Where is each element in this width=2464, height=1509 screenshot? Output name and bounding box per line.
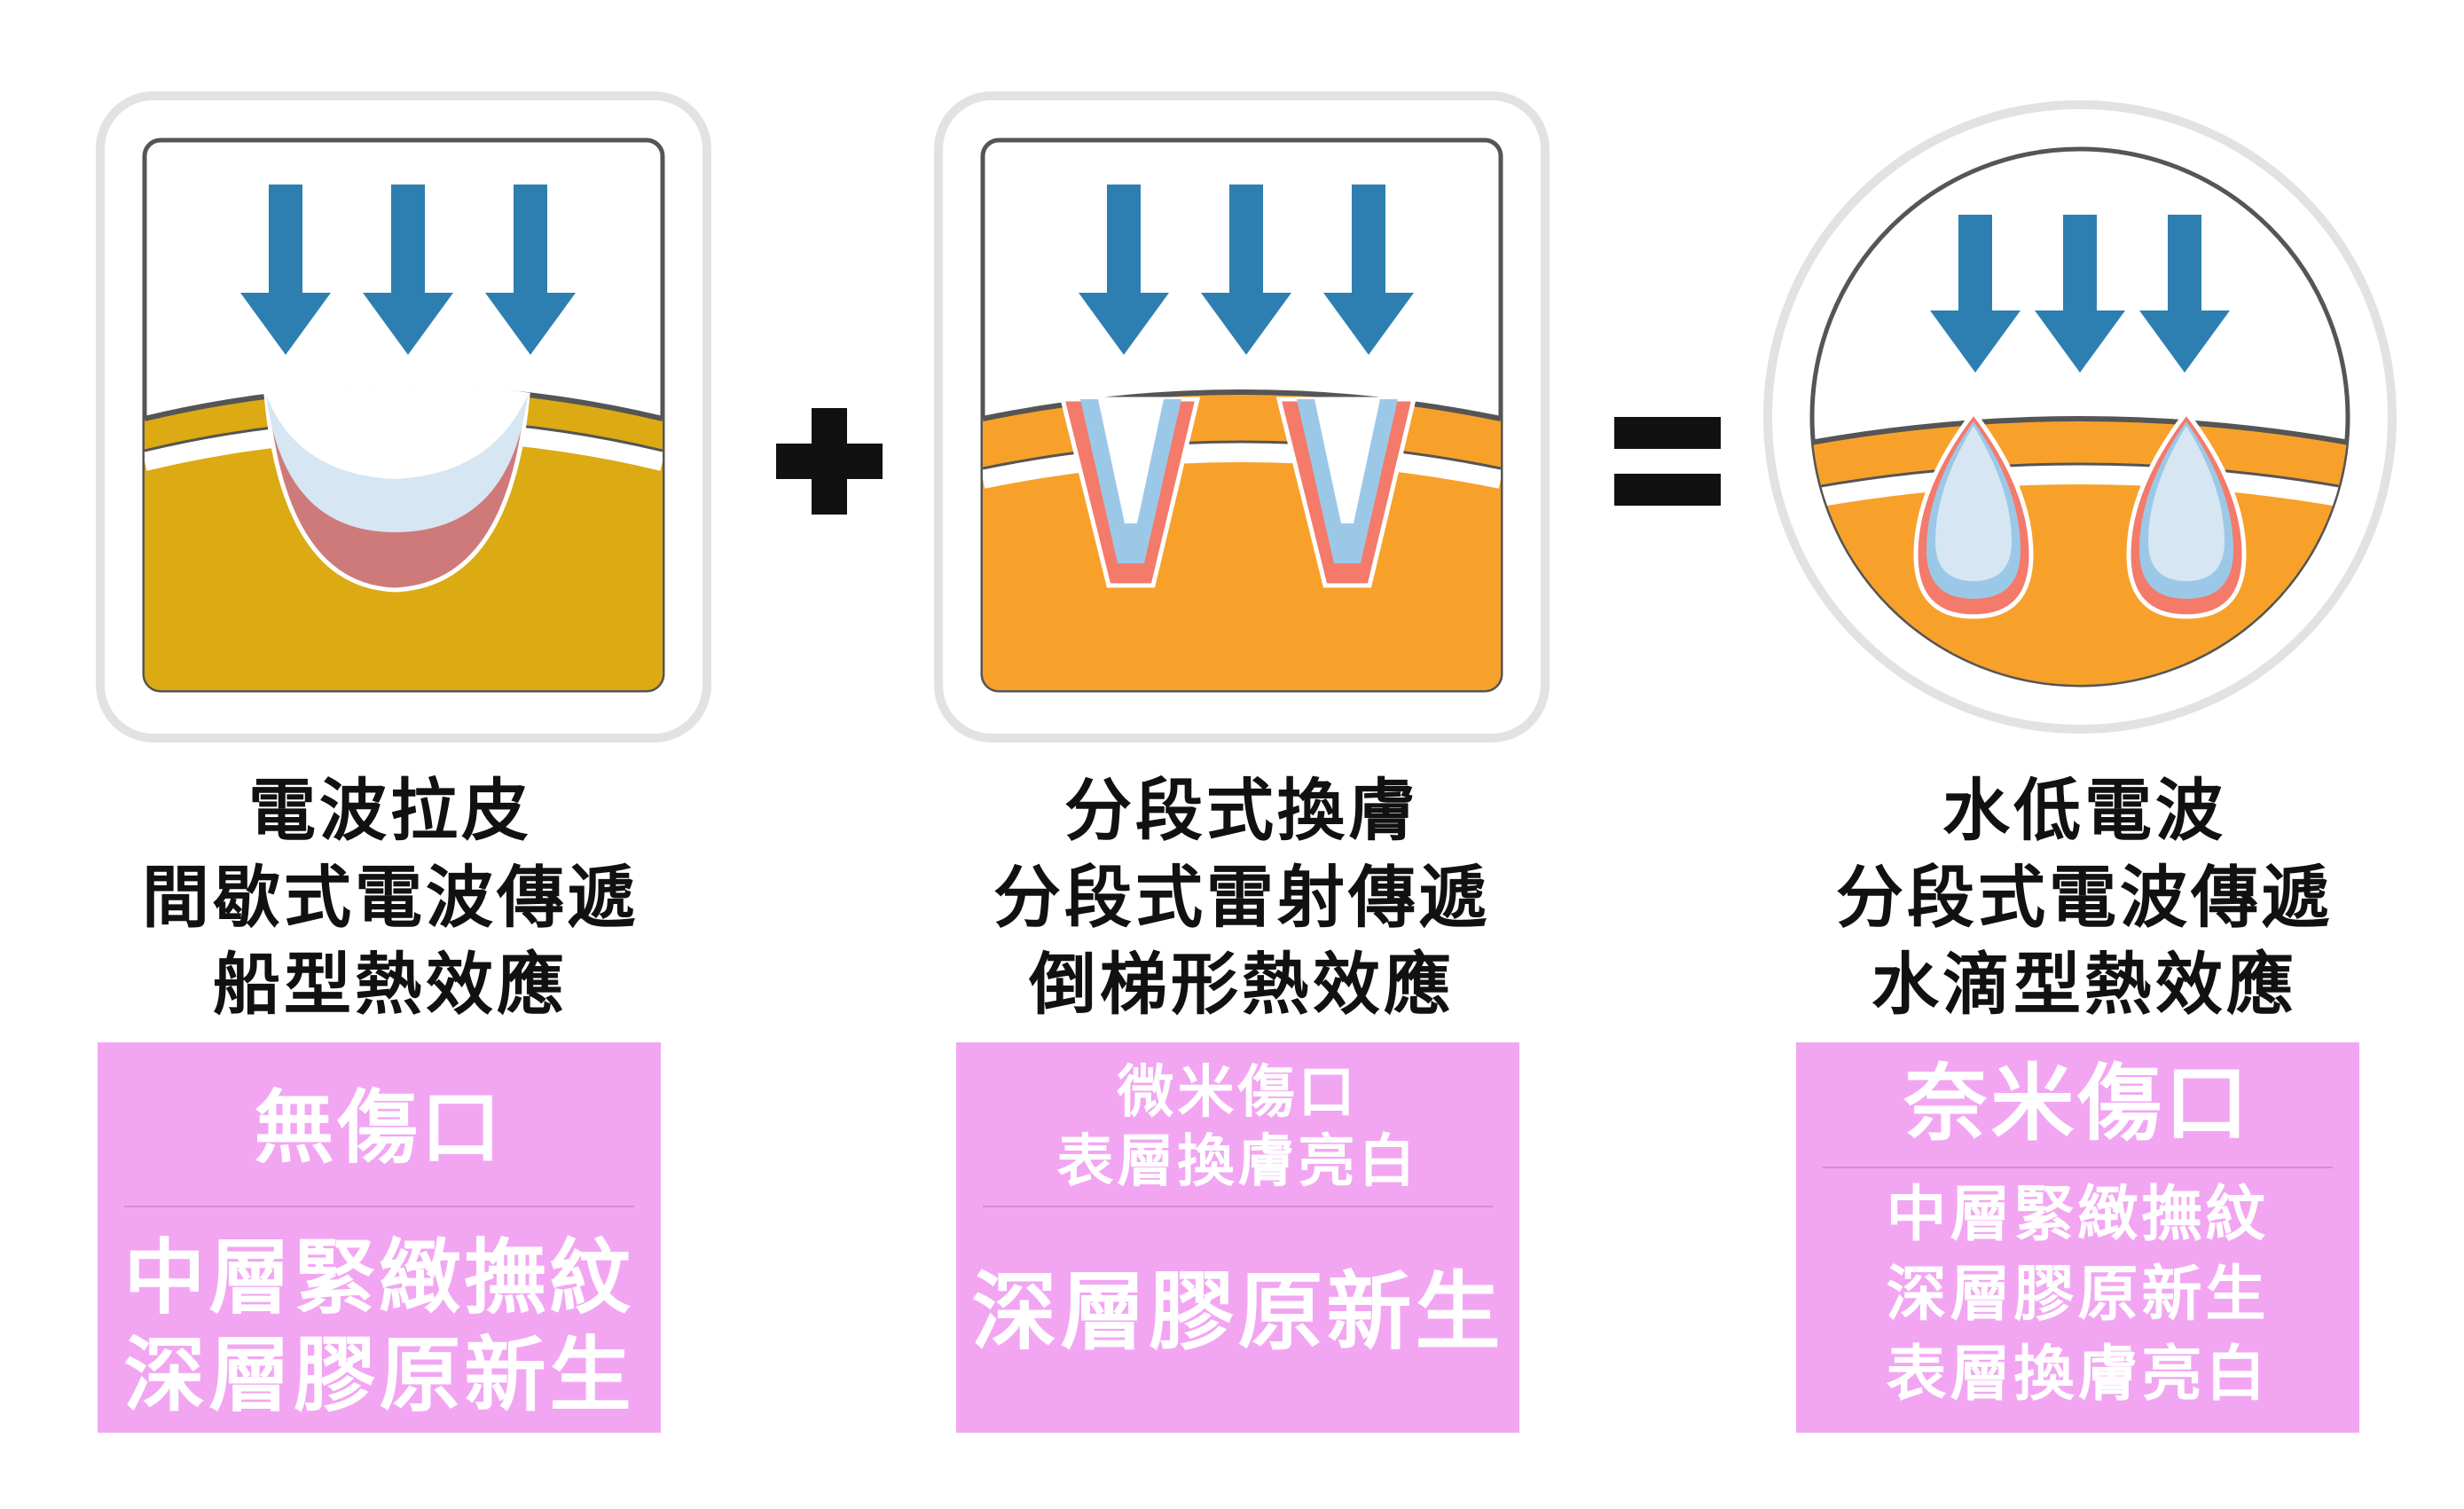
result-headline: 深層膠原新生: [971, 1262, 1504, 1362]
result-box-water-rf: 奈米傷口 中層緊緻撫紋 深層膠原新生 表層換膚亮白: [1796, 1042, 2359, 1433]
result-box-rf-lift: 無傷口 中層緊緻撫紋 深層膠原新生: [98, 1042, 661, 1433]
down-arrow-icons: [240, 185, 576, 355]
result-line: 中層緊緻撫紋: [123, 1230, 635, 1325]
equals-sign: [1614, 417, 1721, 506]
result-line: 深層膠原新生: [123, 1328, 635, 1423]
caption-line: 船型熱效應: [213, 945, 568, 1024]
caption-fractional-resurfacing: 分段式換膚 分段式雷射傳遞 倒梯形熱效應: [940, 767, 1543, 1028]
result-line: 深層膠原新生: [1886, 1260, 2270, 1330]
result-line: 表層換膚亮白: [1886, 1340, 2270, 1410]
divider: [124, 1206, 634, 1207]
caption-line: 分段式換膚: [1064, 771, 1419, 850]
water-drop-heat-icon: [1763, 100, 2397, 734]
caption-line: 分段式電波傳遞: [1836, 858, 2333, 937]
caption-water-rf: 水低電波 分段式電波傳遞 水滴型熱效應: [1778, 767, 2390, 1028]
result-headline: 無傷口: [254, 1081, 505, 1175]
plus-sign: [776, 408, 883, 515]
icon-panel-fractional-resurfacing: [931, 89, 1552, 745]
result-headline: 奈米傷口: [1903, 1056, 2252, 1152]
caption-line: 分段式雷射傳遞: [993, 858, 1490, 937]
divider: [983, 1206, 1493, 1207]
result-line: 中層緊緻撫紋: [1886, 1180, 2270, 1250]
divider: [1823, 1167, 2333, 1168]
result-box-fractional-resurfacing: 微米傷口 表層換膚亮白 深層膠原新生: [956, 1042, 1519, 1433]
icon-panel-rf-lift: [93, 89, 714, 745]
result-line: 微米傷口: [1117, 1060, 1359, 1126]
down-arrow-icons: [1930, 215, 2230, 373]
caption-line: 倒梯形熱效應: [1029, 945, 1455, 1024]
caption-line: 水低電波: [1942, 771, 2226, 850]
caption-line: 間歇式電波傳遞: [142, 858, 639, 937]
icon-panel-water-rf: [1761, 98, 2399, 736]
caption-rf-lift: 電波拉皮 間歇式電波傳遞 船型熱效應: [89, 767, 692, 1028]
caption-line: 電波拉皮: [248, 771, 532, 850]
down-arrow-icons: [1079, 185, 1414, 355]
inverted-trapezoid-heat-icon: [934, 91, 1550, 743]
caption-line: 水滴型熱效應: [1872, 945, 2297, 1024]
boat-shaped-heat-icon: [96, 91, 711, 743]
result-line: 表層換膚亮白: [1056, 1129, 1419, 1195]
